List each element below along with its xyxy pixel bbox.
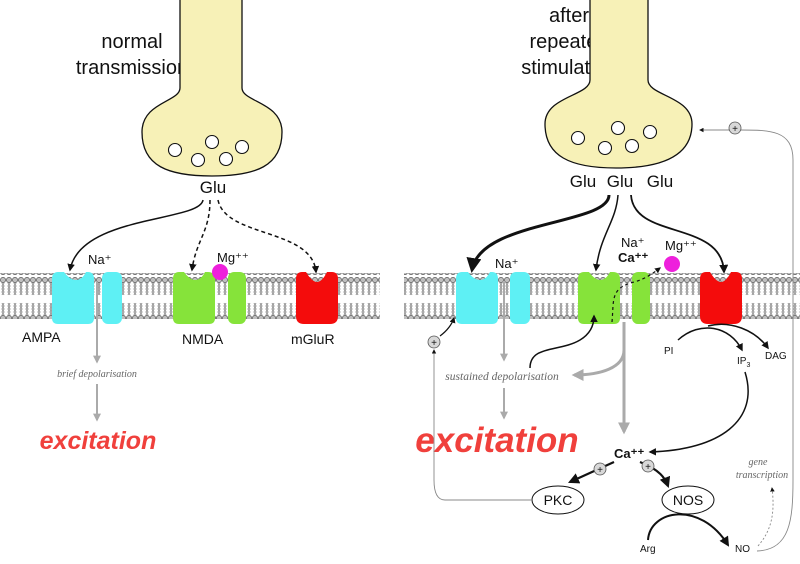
right-mg-removal-arrow — [611, 267, 661, 323]
right-ca-node-label: Ca⁺⁺ — [614, 446, 644, 461]
right-no-to-gene-arrow — [757, 487, 775, 547]
right-nmda-receptor — [578, 272, 650, 324]
left-ampa-label: AMPA — [22, 329, 61, 345]
right-ampa-receptor — [456, 272, 530, 324]
right-pi-to-ip3-arrow — [677, 327, 743, 352]
left-nmda-receptor — [173, 272, 246, 324]
left-depolarisation-label: brief depolarisation — [57, 369, 137, 380]
right-no-label: NO — [735, 544, 750, 555]
right-retrograde-no-line — [699, 127, 794, 552]
right-presynaptic-terminal — [544, 0, 693, 169]
right-arg-to-no-arrow — [647, 513, 730, 547]
right-pkc-feedback-line — [431, 349, 532, 501]
right-retrograde-plus-sign: + — [732, 124, 738, 135]
right-ca-pkc-plus-sign: + — [597, 465, 603, 476]
right-pkc-to-ampa-arrow — [439, 316, 456, 337]
right-pkc-label: PKC — [544, 492, 573, 508]
left-nmda-label: NMDA — [182, 331, 224, 347]
left-vesicles — [167, 134, 250, 168]
right-retrograde-plus-badge — [728, 121, 742, 135]
left-ampa-receptor — [52, 272, 122, 324]
left-title-line1: normal — [101, 31, 162, 53]
right-na-label: Na⁺ — [495, 256, 518, 271]
left-mg-label: Mg⁺⁺ — [217, 250, 249, 265]
right-ca-to-pkc-arrow — [567, 460, 615, 484]
right-gene-label-line2: transcription — [736, 470, 788, 481]
right-glu-to-mglur-arrow — [630, 194, 729, 274]
right-ip3-label: IP3 — [737, 356, 750, 369]
right-nmda-ca-label: Ca⁺⁺ — [618, 250, 648, 265]
left-glu-to-nmda-arrow — [189, 199, 211, 272]
right-glu-to-nmda-arrow — [592, 194, 619, 272]
left-excitation-label: excitation — [40, 427, 157, 455]
right-title-line1: after — [549, 5, 589, 27]
left-mglur-receptor — [296, 272, 338, 324]
left-panel: normal transmission Glu N — [0, 0, 380, 455]
left-na-label: Na⁺ — [88, 252, 111, 267]
left-glu-label: Glu — [200, 178, 226, 197]
right-ca-nos-plus-badge — [641, 459, 655, 473]
right-glu-label-3: Glu — [647, 172, 673, 191]
right-glu-to-ampa-arrow — [466, 194, 611, 273]
left-presynaptic-terminal — [141, 0, 283, 177]
left-glu-to-ampa-arrow — [67, 199, 204, 272]
right-title-line2: repeated — [530, 31, 609, 53]
right-arg-label: Arg — [640, 544, 656, 555]
left-mglur-label: mGluR — [291, 331, 335, 347]
right-pi-label: PI — [664, 346, 673, 357]
left-magnesium-ion — [212, 264, 228, 280]
right-ip3-to-ca-arrow — [648, 371, 749, 456]
right-nmda-na-label: Na⁺ — [621, 235, 644, 250]
right-nos-node — [661, 485, 715, 515]
right-magnesium-ion — [664, 256, 680, 272]
right-mglur-receptor — [700, 272, 742, 324]
right-excitation-label: excitation — [415, 421, 578, 460]
left-glu-to-mglur-arrow — [217, 199, 320, 274]
right-ca-nos-plus-sign: + — [645, 462, 651, 473]
right-dag-label: DAG — [765, 351, 787, 362]
right-depolarisation-to-nmda-arrow — [529, 314, 598, 369]
right-pkc-plus-badge — [427, 335, 441, 349]
right-pkc-plus-sign: + — [431, 338, 437, 349]
left-title-line2: transmission — [76, 57, 188, 79]
right-panel: after repeated stimulation Glu Glu Glu — [404, 0, 800, 555]
right-vesicles — [570, 120, 658, 156]
right-pi-to-dag-arrow — [707, 323, 769, 350]
right-ca-pkc-plus-badge — [593, 462, 607, 476]
right-glu-label-2: Glu — [607, 172, 633, 191]
right-glu-label-1: Glu — [570, 172, 596, 191]
right-gene-label-line1: gene — [749, 457, 768, 468]
right-mg-label: Mg⁺⁺ — [665, 238, 697, 253]
right-depolarisation-label: sustained depolarisation — [445, 371, 559, 383]
right-nmda-depolarisation-arrow — [571, 322, 626, 381]
right-nos-label: NOS — [673, 492, 703, 508]
